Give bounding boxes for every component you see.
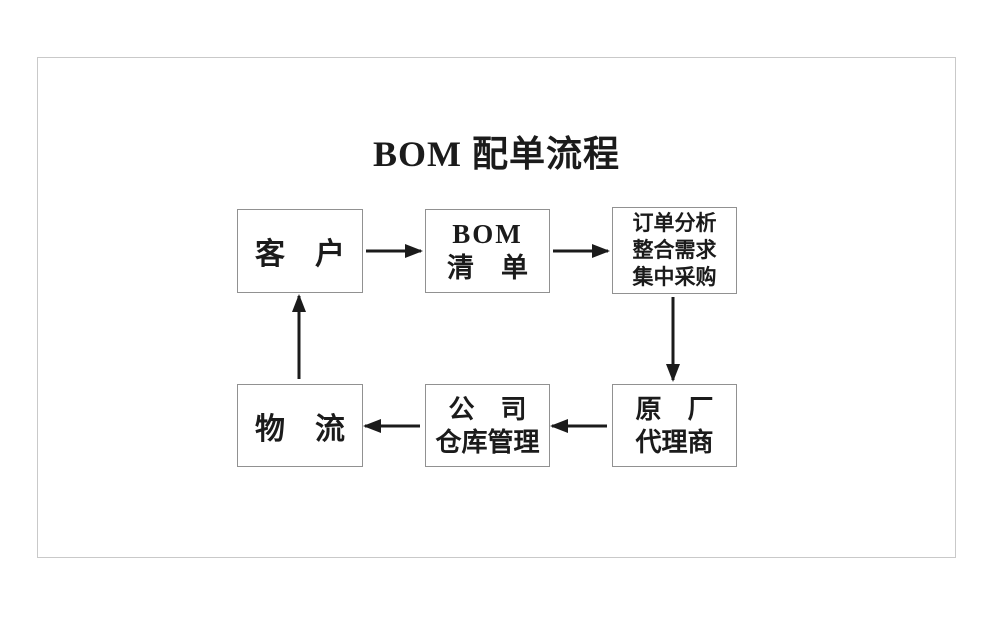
flowchart-node-factory-agent: 原 厂 代理商 — [612, 384, 737, 467]
flowchart-node-customer: 客 户 — [237, 209, 363, 293]
node-label-line2: 整合需求 — [632, 239, 717, 262]
node-label: 客 户 — [255, 238, 345, 271]
flowchart-node-warehouse: 公 司 仓库管理 — [425, 384, 550, 467]
flowchart-node-order-analysis: 订单分析 整合需求 集中采购 — [612, 207, 737, 294]
node-label-line1: 原 厂 — [635, 393, 714, 424]
diagram-title: BOM 配单流程 — [373, 134, 620, 174]
node-label-line2: 仓库管理 — [435, 426, 540, 457]
flowchart-node-logistics: 物 流 — [237, 384, 363, 467]
node-label: 物 流 — [255, 412, 345, 446]
node-label-line3: 集中采购 — [632, 266, 717, 289]
node-label-line2: 清 单 — [447, 253, 528, 283]
node-label-line1: 订单分析 — [632, 212, 717, 235]
node-label-line1: 公 司 — [448, 393, 527, 424]
node-label-line1: BOM — [452, 219, 523, 249]
node-label-line2: 代理商 — [635, 426, 714, 457]
flowchart-node-bom-list: BOM 清 单 — [425, 209, 550, 293]
diagram-frame — [37, 57, 956, 558]
